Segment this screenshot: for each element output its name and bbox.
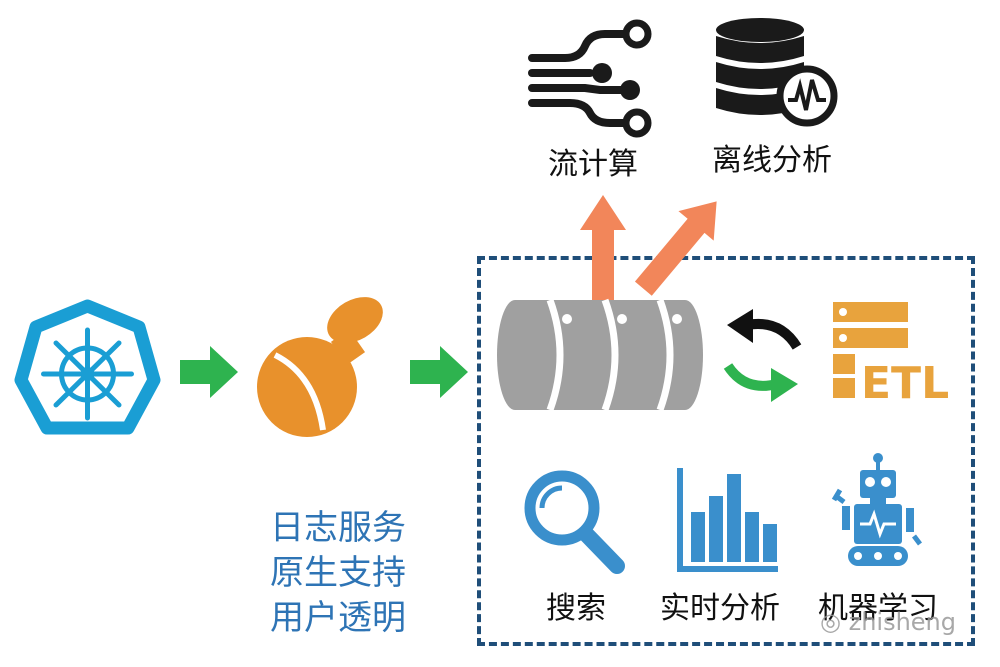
realtime-analysis-label: 实时分析 [660, 591, 780, 626]
log-service-line-2: 原生支持 [270, 553, 406, 593]
orange-arrow-up [580, 195, 626, 300]
wechat-icon: ◎ [820, 608, 841, 636]
log-service-text: 日志服务 原生支持 用户透明 [270, 506, 406, 641]
black-curved-arrow-left [727, 309, 802, 350]
log-service-line-1: 日志服务 [270, 508, 406, 548]
green-arrow-right [410, 346, 468, 398]
gourd-icon [257, 297, 383, 437]
stream-network-icon [528, 19, 652, 138]
dashed-boundary-box [477, 256, 975, 646]
offline-analysis-label: 离线分析 [712, 143, 832, 178]
machine-learning-label: 机器学习 [818, 591, 938, 626]
robot-icon [831, 453, 922, 566]
stream-computing-label: 流计算 [548, 147, 638, 182]
search-label: 搜索 [546, 591, 606, 626]
search-icon [524, 470, 625, 574]
etl-server-icon: ETL [833, 302, 949, 409]
green-arrow-right [180, 346, 238, 398]
database-monitor-icon [716, 18, 838, 127]
etl-label: ETL [861, 358, 949, 409]
kubernetes-icon [14, 299, 161, 435]
green-curved-arrow-right [723, 363, 798, 402]
orange-arrow-up-right [634, 201, 717, 296]
bar-chart-icon [677, 468, 778, 572]
kafka-cylinder-icon [497, 298, 703, 412]
watermark-text: ◎ zhisheng [820, 608, 956, 636]
log-service-line-3: 用户透明 [270, 598, 406, 638]
